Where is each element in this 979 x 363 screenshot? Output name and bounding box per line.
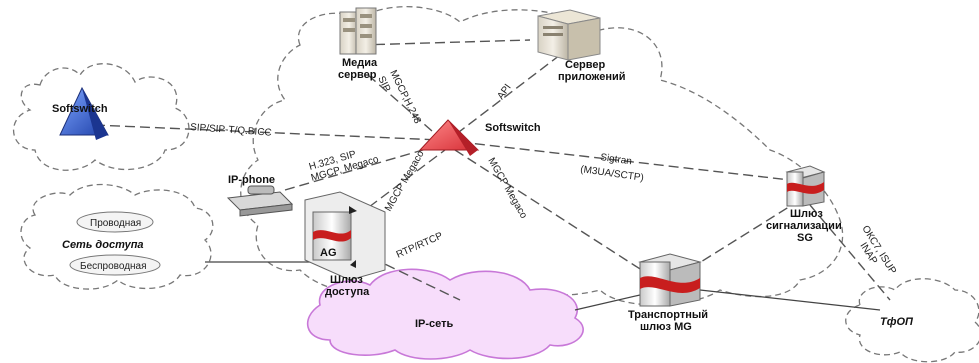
pstn-label: ТфОП [880,316,914,328]
media-server-node[interactable]: Медиа сервер [338,7,378,81]
core-network-cloud [240,6,844,306]
access-network-cloud [20,183,214,290]
pstn-cloud [845,278,979,363]
sigtran-label-2: (M3UA/SCTP) [580,164,645,184]
app-server-label-2: приложений [558,71,625,83]
softswitch-left-node[interactable]: Softswitch [52,86,109,140]
signaling-gateway-node[interactable]: Шлюз сигнализации SG [766,165,842,244]
mg-proto-label: MGCP Megaco [485,156,529,221]
links [94,39,891,311]
api-label: API [495,82,513,102]
sip-bicc-label: SIP/SIP-T/Q.BICC [190,122,272,139]
media-server-label-1: Медиа [342,57,378,69]
signaling-gateway-label-3: SG [797,232,813,244]
wired-label: Проводная [90,218,141,229]
access-network: Проводная Сеть доступа Беспроводная [62,211,161,276]
rtp-label: RTP/RTCP [395,230,445,260]
signaling-gateway-label-2: сигнализации [766,220,842,232]
access-gateway-node[interactable]: AG Шлюз доступа [304,191,386,298]
transport-gateway-label-2: шлюз MG [640,321,692,333]
transport-gateway-node[interactable]: Транспортный шлюз MG [628,253,708,333]
access-gateway-label-2: доступа [325,286,370,298]
media-server-label-2: сервер [338,69,377,81]
softswitch-center-node[interactable]: Softswitch [418,119,541,156]
ip-phone-node[interactable]: IP-phone [226,174,294,217]
sigtran-label-1: Sigtran [600,152,633,167]
ip-network-label: IP-сеть [415,318,454,330]
ag-label: AG [320,247,337,259]
softswitch-left-label: Softswitch [52,103,108,115]
wireless-label: Беспроводная [80,261,147,272]
softswitch-cloud [13,63,190,171]
ag-proto-label: MGCP Megaco [383,149,427,214]
ip-network-cloud [306,268,584,360]
app-server-label-1: Сервер [565,59,606,71]
access-gateway-label-1: Шлюз [330,274,363,286]
app-server-node[interactable]: Сервер приложений [537,9,625,83]
access-network-label: Сеть доступа [62,239,144,251]
signaling-gateway-label-1: Шлюз [790,208,823,220]
ip-phone-label: IP-phone [228,174,275,186]
transport-gateway-label-1: Транспортный [628,309,708,321]
softswitch-center-label: Softswitch [485,122,541,134]
